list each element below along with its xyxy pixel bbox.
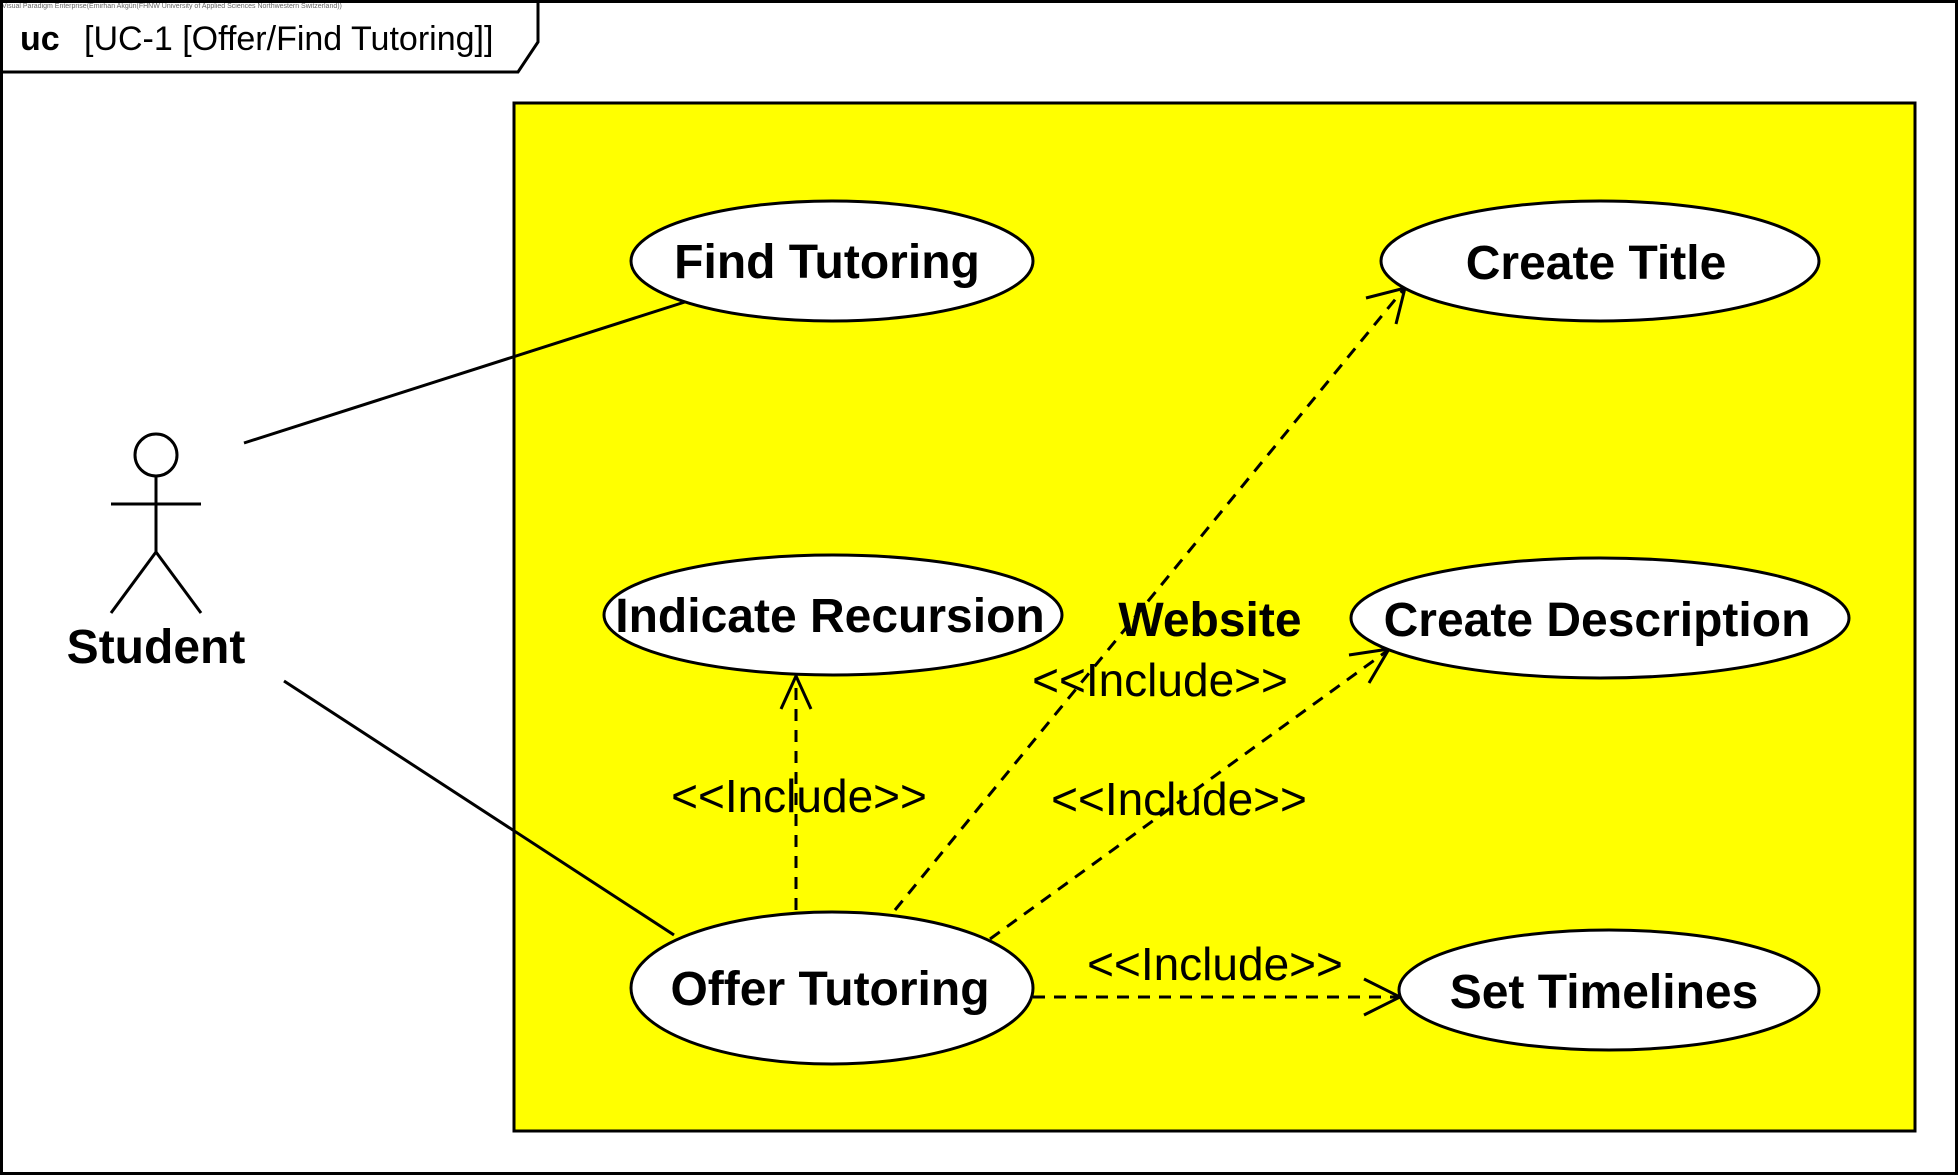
include-description-label: <<Include>>	[1051, 773, 1307, 825]
association-find-tutoring[interactable]	[243, 299, 689, 445]
frame-keyword: uc	[20, 20, 60, 58]
actor-left-leg	[109, 551, 158, 614]
use-case-label: Set Timelines	[1450, 966, 1759, 1019]
tool-watermark: Visual Paradigm Enterprise(Emirhan Akgün…	[2, 3, 342, 10]
include-recursion-label: <<Include>>	[671, 770, 927, 822]
actor-label: Student	[67, 621, 246, 674]
use-case-label: Find Tutoring	[674, 236, 980, 289]
use-case-find-tutoring[interactable]: Find Tutoring	[629, 199, 1035, 323]
use-case-create-description[interactable]: Create Description	[1349, 556, 1851, 680]
include-title-label: <<Include>>	[1032, 654, 1288, 706]
system-label: Website	[1118, 594, 1301, 647]
include-recursion-dependency[interactable]	[779, 672, 813, 910]
actor-head	[133, 432, 179, 478]
use-case-set-timelines[interactable]: Set Timelines	[1397, 928, 1821, 1052]
actor-right-leg	[154, 551, 203, 614]
use-case-offer-tutoring[interactable]: Offer Tutoring	[629, 910, 1035, 1066]
association-offer-tutoring[interactable]	[283, 679, 675, 937]
frame-name-tab	[1, 1, 540, 74]
use-case-label: Offer Tutoring	[670, 963, 989, 1016]
use-case-label: Create Description	[1384, 594, 1811, 647]
use-case-label: Indicate Recursion	[615, 590, 1044, 643]
use-case-label: Create Title	[1466, 237, 1727, 290]
actor-student[interactable]	[109, 432, 203, 614]
use-case-create-title[interactable]: Create Title	[1379, 199, 1821, 323]
use-case-indicate-recursion[interactable]: Indicate Recursion	[602, 553, 1064, 677]
frame-title: [UC-1 [Offer/Find Tutoring]]	[84, 20, 493, 58]
include-timelines-label: <<Include>>	[1087, 938, 1343, 990]
